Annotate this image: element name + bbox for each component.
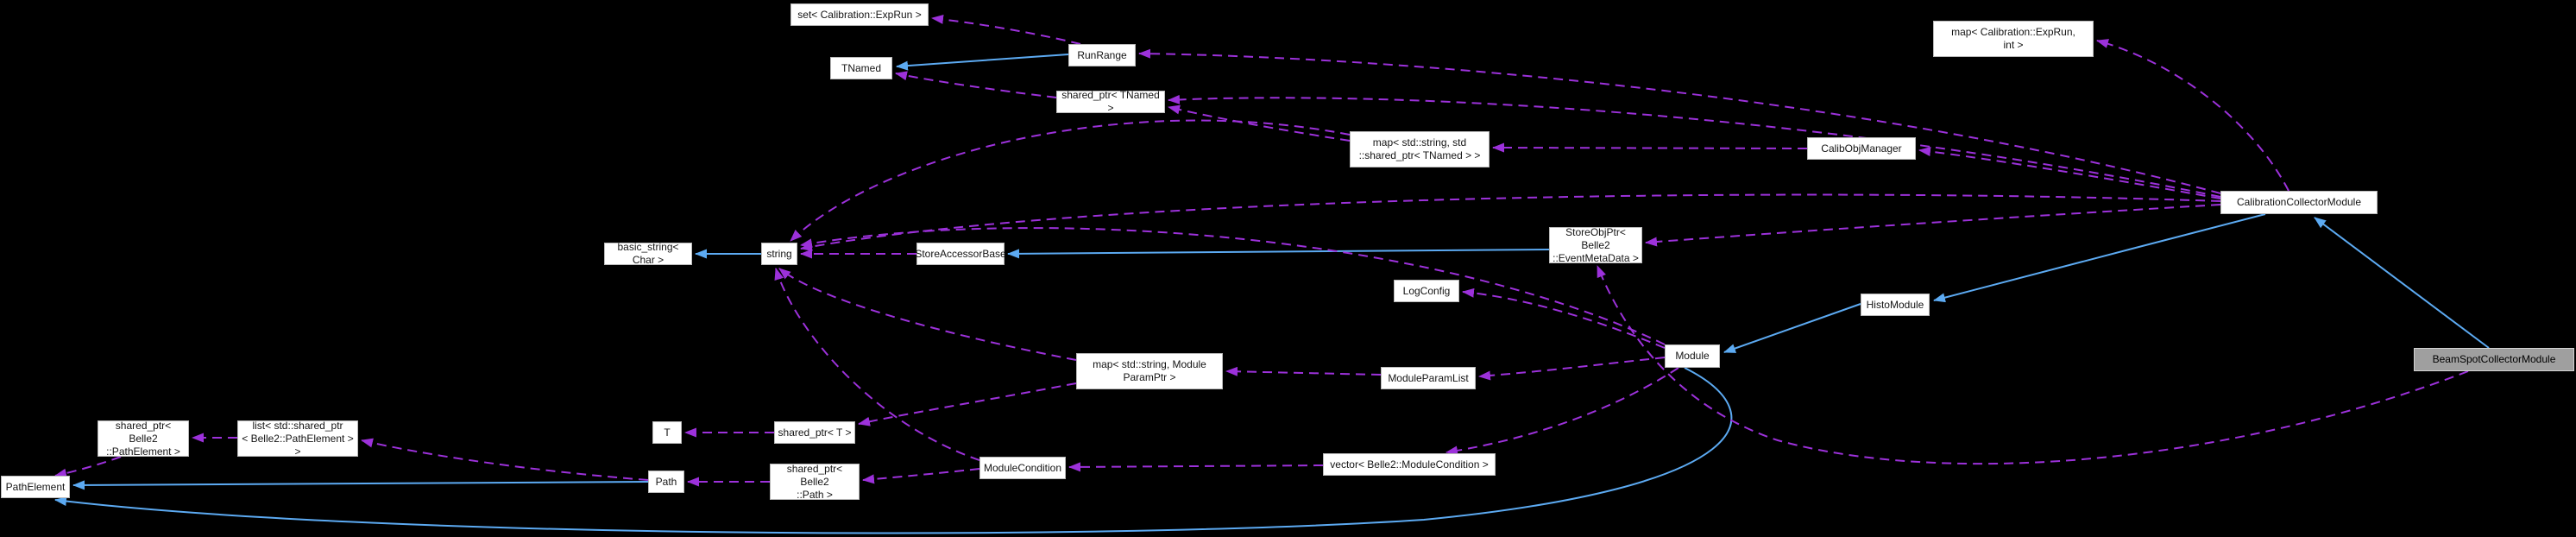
edge-vec-modcond-modulecondition	[1068, 462, 1324, 472]
node-sp-pathelement[interactable]: shared_ptr< Belle2 ::PathElement >	[98, 420, 189, 458]
edge-module-string	[800, 227, 1666, 345]
edge-modulecondition-string	[774, 268, 980, 461]
edge-path-pathelement	[72, 480, 649, 490]
node-map-str-sp-tnamed[interactable]: map< std::string, std ::shared_ptr< TNam…	[1350, 131, 1490, 167]
edge-module-vec-modcond	[1445, 367, 1679, 456]
edge-storeobjptr-emd-storeaccessorbase	[1007, 249, 1550, 259]
edge-calibcollector-string	[800, 193, 2221, 252]
node-path[interactable]: Path	[648, 471, 684, 493]
edge-runrange-set-exprun	[931, 14, 1081, 45]
edge-sp-pathelement-pathelement	[54, 456, 122, 478]
node-calibobjmanager[interactable]: CalibObjManager	[1807, 137, 1916, 160]
node-runrange[interactable]: RunRange	[1068, 44, 1136, 66]
node-module[interactable]: Module	[1665, 344, 1720, 368]
edge-moduleparamlist-map-str-mpp	[1225, 366, 1382, 376]
edge-beamspot-storeobjptr-emd	[1597, 265, 2469, 465]
edge-map-str-sp-tnamed-sp-tnamed	[1168, 104, 1351, 142]
edge-calibcollector-histomodule	[1933, 213, 2266, 303]
edge-runrange-tnamed	[896, 54, 1069, 71]
edge-modulecondition-sp-path	[862, 468, 980, 484]
node-histomodule[interactable]: HistoModule	[1861, 294, 1930, 316]
node-map-exprun-int[interactable]: map< Calibration::ExpRun, int >	[1933, 21, 2094, 57]
edge-module-moduleparamlist	[1478, 357, 1666, 381]
edge-map-str-sp-tnamed-string	[790, 119, 1351, 242]
node-sp-tnamed[interactable]: shared_ptr< TNamed >	[1056, 89, 1165, 114]
edge-module-pathelement	[54, 367, 1733, 534]
edge-map-str-mpp-string	[778, 268, 1077, 361]
edge-calibcollector-calibobjmanager	[1918, 147, 2221, 199]
edge-map-str-mpp-sp-t	[858, 382, 1077, 426]
node-logconfig[interactable]: LogConfig	[1394, 280, 1459, 302]
node-pathelement[interactable]: PathElement	[1, 476, 70, 498]
node-string[interactable]: string	[761, 243, 797, 265]
edge-calibcollector-map-exprun-int	[2096, 39, 2289, 192]
edge-beamspot-calibcollector	[2314, 217, 2490, 349]
node-vec-modcond[interactable]: vector< Belle2::ModuleCondition >	[1323, 453, 1496, 476]
edge-calibcollector-runrange	[1138, 48, 2221, 194]
node-calibcollector[interactable]: CalibrationCollectorModule	[2220, 191, 2378, 214]
node-storeobjptr-emd[interactable]: StoreObjPtr< Belle2 ::EventMetaData >	[1549, 226, 1642, 264]
edge-path-list-sp-pathelement	[361, 438, 649, 481]
edge-calibcollector-storeobjptr-emd	[1645, 204, 2221, 247]
node-tnamed[interactable]: TNamed	[830, 57, 892, 79]
node-set-exprun[interactable]: set< Calibration::ExpRun >	[790, 3, 929, 26]
edge-module-logconfig	[1462, 287, 1666, 349]
node-basic-string[interactable]: basic_string< Char >	[604, 241, 692, 266]
node-sp-t[interactable]: shared_ptr< T >	[774, 421, 855, 444]
node-storeaccessorbase[interactable]: StoreAccessorBase	[915, 243, 1006, 265]
edge-histomodule-module	[1723, 303, 1861, 353]
edge-calibcollector-sp-tnamed	[1168, 94, 2221, 198]
node-moduleparamlist[interactable]: ModuleParamList	[1381, 367, 1476, 389]
node-sp-path[interactable]: shared_ptr< Belle2 ::Path >	[770, 463, 860, 501]
node-beamspot[interactable]: BeamSpotCollectorModule	[2414, 348, 2574, 371]
node-list-sp-pathelement[interactable]: list< std::shared_ptr < Belle2::PathElem…	[237, 420, 358, 458]
node-map-str-mpp[interactable]: map< std::string, Module ParamPtr >	[1076, 353, 1223, 389]
node-modulecondition[interactable]: ModuleCondition	[979, 457, 1066, 479]
edge-sp-tnamed-tnamed	[895, 71, 1057, 98]
node-t[interactable]: T	[652, 421, 682, 444]
